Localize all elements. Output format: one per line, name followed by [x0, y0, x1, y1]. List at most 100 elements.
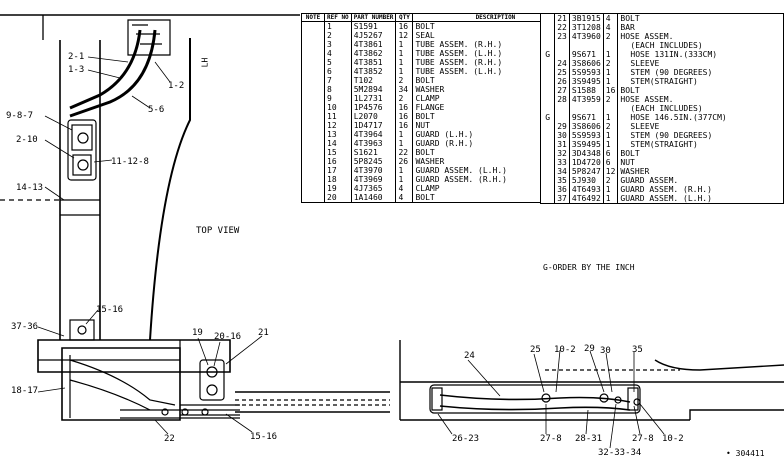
cell-part-number: 1D4720	[568, 158, 604, 167]
cell-note	[539, 158, 555, 167]
cell-note	[301, 21, 325, 31]
cell-description: SEAL	[412, 31, 578, 40]
cell-note	[301, 31, 325, 40]
header-part-number: PART NUMBER	[350, 13, 396, 22]
cell-qty: 2	[602, 176, 618, 185]
cell-qty: 4	[395, 193, 413, 203]
cell-part-number: 4T3862	[350, 49, 396, 58]
cell-description: GUARD ASSEM. (L.H.)	[412, 166, 578, 175]
cell-part-number	[568, 104, 604, 113]
cell-ref-no: 15	[324, 148, 352, 157]
cell-part-number: 4T6493	[568, 185, 604, 194]
cell-ref-no: 36	[554, 185, 570, 194]
cell-part-number: 4T6492	[568, 194, 604, 204]
cell-description: SLEEVE	[617, 59, 784, 68]
callout-27-8-left: 27-8	[540, 434, 562, 444]
cell-note	[539, 23, 555, 32]
cell-part-number: 3S9495	[568, 77, 604, 86]
cell-qty: 1	[395, 58, 413, 67]
cell-qty: 16	[395, 103, 413, 112]
cell-note	[301, 76, 325, 85]
cell-note	[301, 175, 325, 184]
cell-ref-no: 19	[324, 184, 352, 193]
cell-description: TUBE ASSEM. (L.H.)	[412, 67, 578, 76]
cell-note	[539, 140, 555, 149]
cell-description: STEM (90 DEGREES)	[617, 131, 784, 140]
cell-qty: 2	[602, 122, 618, 131]
cell-description: BOLT	[412, 148, 578, 157]
callout-25: 25	[530, 345, 541, 355]
cell-description: GUARD ASSEM. (L.H.)	[617, 194, 784, 204]
cell-note	[301, 157, 325, 166]
cell-qty: 16	[602, 86, 618, 95]
cell-description: HOSE ASSEM.	[617, 32, 784, 41]
cell-qty	[602, 41, 618, 50]
cell-qty: 1	[602, 131, 618, 140]
cell-description: BOLT	[617, 86, 784, 95]
cell-description: GUARD (R.H.)	[412, 139, 578, 148]
cell-description: BOLT	[412, 21, 578, 31]
cell-qty: 4	[602, 23, 618, 32]
callout-2-10: 2-10	[16, 135, 38, 145]
cell-part-number: 4T3963	[350, 139, 396, 148]
cell-note	[539, 41, 555, 50]
cell-qty: 12	[395, 31, 413, 40]
cell-ref-no: 33	[554, 158, 570, 167]
cell-description: WASHER	[617, 167, 784, 176]
cell-note	[301, 58, 325, 67]
cell-part-number: 4T3861	[350, 40, 396, 49]
cell-ref-no: 37	[554, 194, 570, 204]
serial-number: • 304411	[726, 449, 765, 458]
cell-qty: 22	[395, 148, 413, 157]
cell-qty: 1	[602, 185, 618, 194]
cell-part-number: 3D4348	[568, 149, 604, 158]
cell-description: TUBE ASSEM. (L.H.)	[412, 49, 578, 58]
cell-qty: 1	[395, 130, 413, 139]
cell-qty: 1	[602, 50, 618, 59]
cell-qty: 1	[602, 77, 618, 86]
cell-qty: 1	[395, 166, 413, 175]
cell-note	[539, 59, 555, 68]
callout-5-6: 5-6	[148, 105, 165, 115]
cell-note	[539, 104, 555, 113]
cell-qty: 6	[602, 149, 618, 158]
cell-note	[301, 94, 325, 103]
cell-ref-no: 16	[324, 157, 352, 166]
callout-15-16-lower: 15-16	[250, 432, 278, 442]
cell-note	[539, 86, 555, 95]
callout-28-31: 28-31	[575, 434, 603, 444]
cell-ref-no: 6	[324, 67, 352, 76]
cell-ref-no: 25	[554, 68, 570, 77]
cell-qty: 16	[395, 121, 413, 130]
cell-part-number: 4T3970	[350, 166, 396, 175]
callout-30: 30	[600, 346, 611, 356]
cell-note	[301, 112, 325, 121]
cell-note	[301, 130, 325, 139]
cell-part-number: 4T3851	[350, 58, 396, 67]
cell-note	[301, 49, 325, 58]
cell-description: BAR	[617, 23, 784, 32]
cell-ref-no: 7	[324, 76, 352, 85]
cell-ref-no: 27	[554, 86, 570, 95]
side-stamp: LH	[200, 57, 210, 68]
cell-description: TUBE ASSEM. (R.H.)	[412, 40, 578, 49]
table-row: (EACH INCLUDES)	[539, 41, 784, 50]
cell-part-number: 4T3964	[350, 130, 396, 139]
callout-24: 24	[464, 351, 475, 361]
callout-2-1: 2-1	[68, 52, 85, 62]
cell-ref-no: 20	[324, 193, 352, 203]
cell-description: BOLT	[412, 76, 578, 85]
